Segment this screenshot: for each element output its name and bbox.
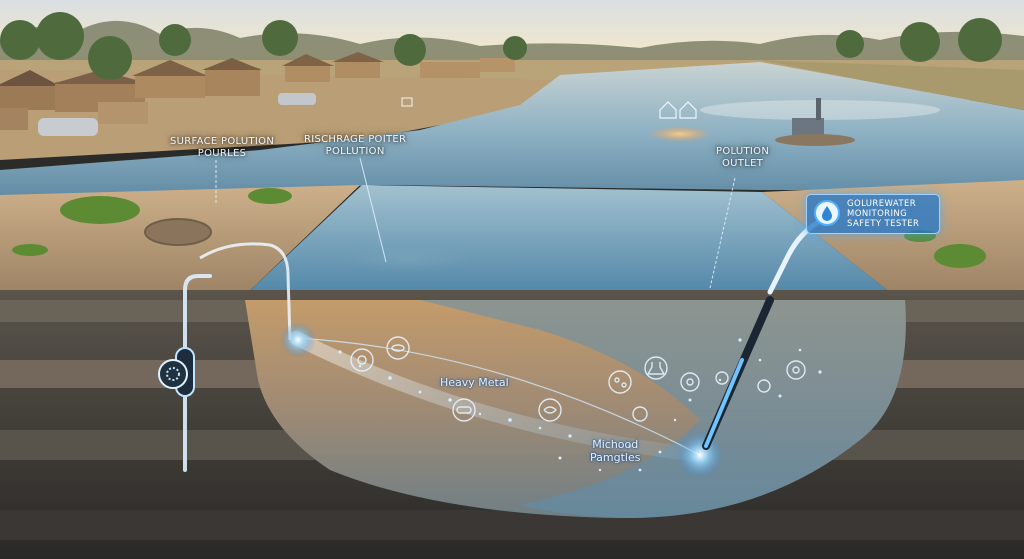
tester-label: GOLUREWATER MONITORING SAFETY TESTER — [847, 199, 920, 229]
tester-rod-glow — [704, 358, 744, 448]
virus-icon — [632, 406, 648, 422]
outlet-island — [775, 134, 855, 146]
cell-icon — [386, 336, 410, 360]
probe-sensor-left — [158, 359, 188, 389]
cut-water — [240, 185, 900, 300]
river — [0, 62, 1024, 200]
stratum — [0, 510, 1024, 540]
probe-pipe-left — [183, 274, 212, 472]
right-bank-far — [760, 60, 1024, 110]
monitoring-tester-callout: GOLUREWATER MONITORING SAFETY TESTER — [806, 194, 940, 234]
recharge-pollution-label: RISCHRAGE POITER POLLUTION — [304, 134, 407, 157]
particles — [338, 338, 822, 472]
virus-icon — [680, 372, 700, 392]
trees — [0, 12, 1002, 80]
outlet-building — [792, 118, 824, 138]
outlet-chimney — [816, 98, 821, 120]
well — [144, 218, 212, 246]
plume-beam — [289, 331, 707, 462]
river-house-icon — [659, 101, 697, 119]
pollution-outlet-label: POLUTION OUTLET — [716, 146, 770, 169]
heavy-metal-label: Heavy Metal — [440, 376, 509, 389]
surface-pollution-label: SURFACE POLUTION POURLES — [170, 136, 275, 159]
virus-icon — [715, 371, 729, 385]
virus-icon — [786, 360, 806, 380]
microbe-particles-label: Michood Pamgtles — [590, 438, 641, 464]
river-glow — [648, 126, 712, 142]
leader-lines — [215, 157, 736, 289]
flask-icon — [644, 356, 668, 380]
houses — [0, 52, 515, 130]
car — [38, 118, 98, 136]
contaminant-icons — [350, 336, 806, 422]
plume-source-glow — [280, 322, 316, 358]
molecule-icon — [608, 370, 632, 394]
village-marker-icon — [401, 97, 413, 107]
heavy-metal-icon — [350, 348, 374, 372]
car — [278, 93, 316, 105]
bacteria-icon — [538, 398, 562, 422]
plume-path — [295, 337, 701, 456]
pill-icon — [452, 398, 476, 422]
aquifer-water — [420, 300, 906, 519]
virus-icon — [757, 379, 771, 393]
injection-pipe — [199, 242, 292, 341]
water-drop-icon — [814, 200, 840, 226]
plume-sink-glow — [676, 431, 724, 479]
